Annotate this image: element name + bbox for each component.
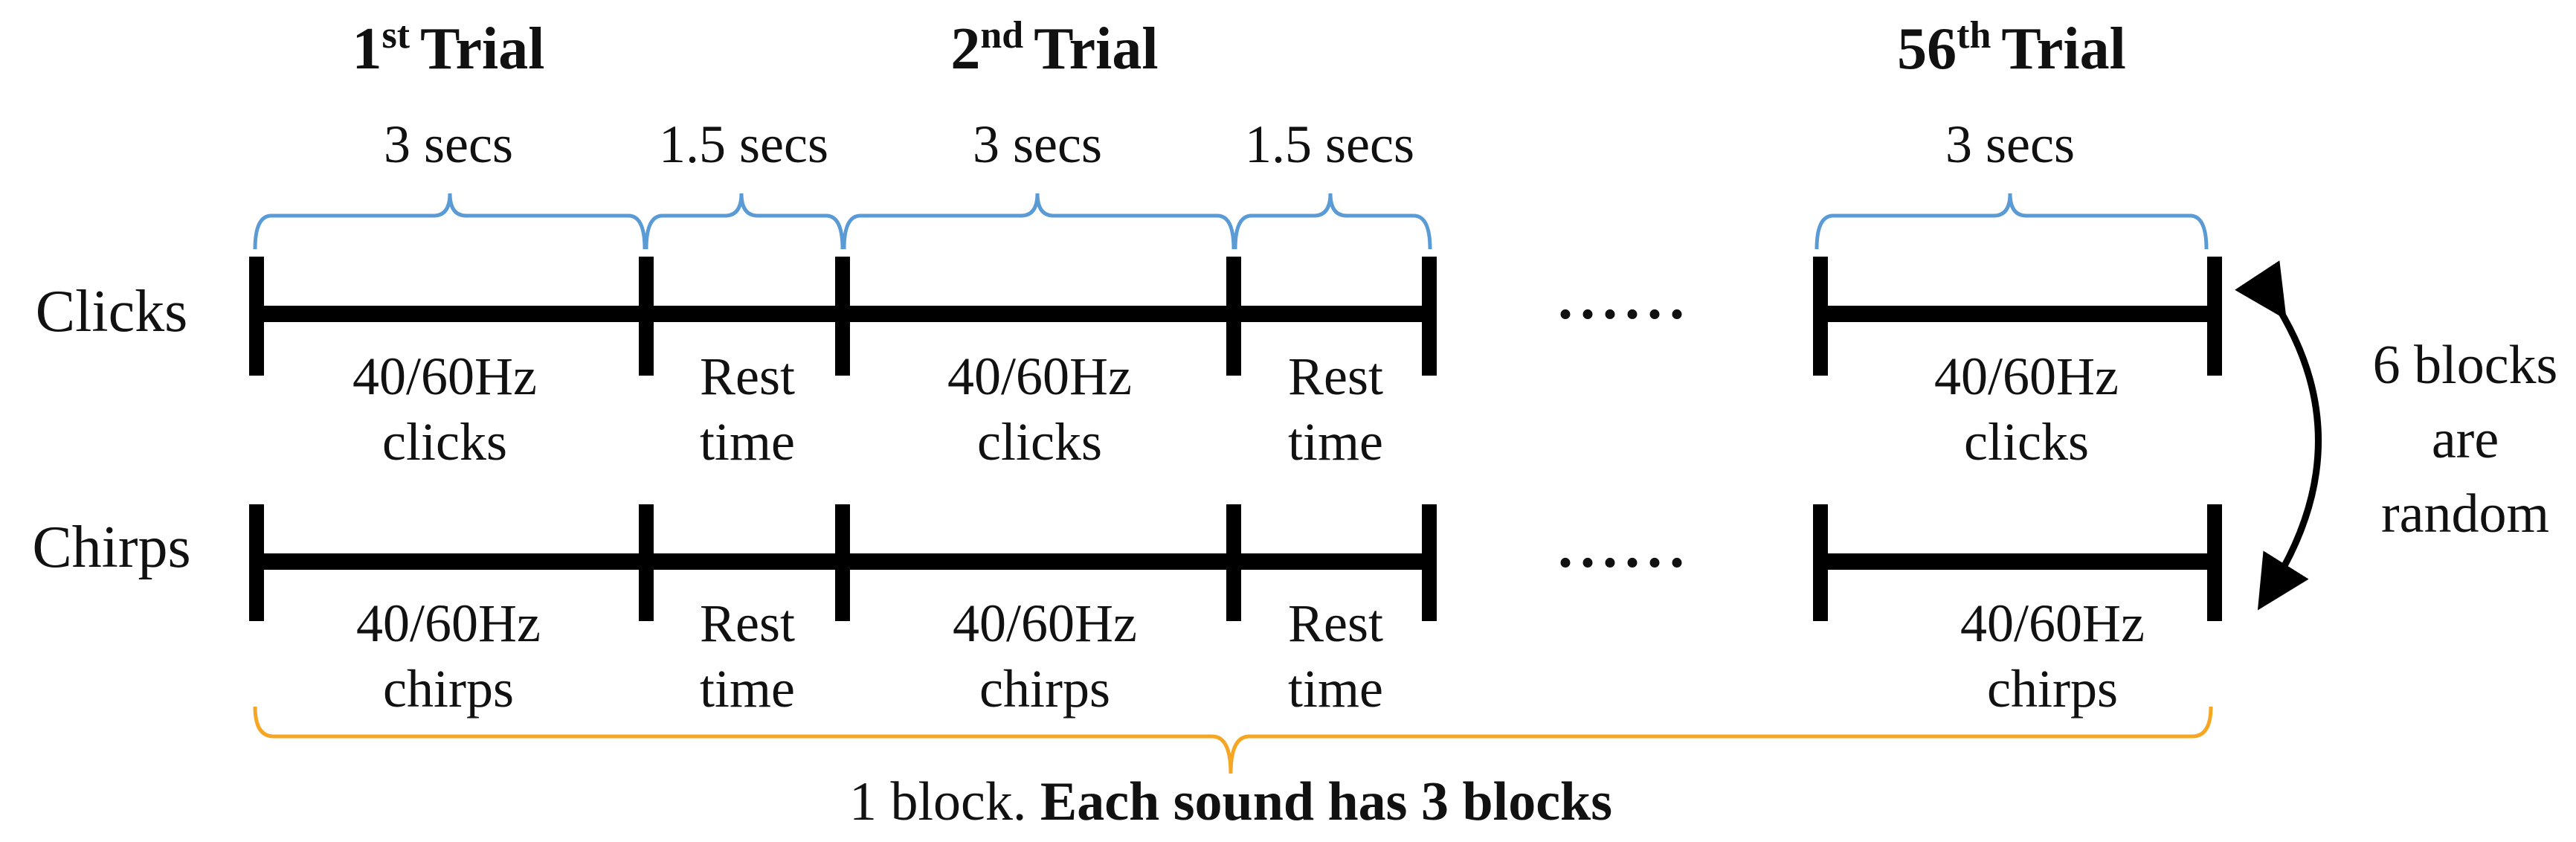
duration-label-stim-1: 3 secs bbox=[384, 115, 513, 174]
chirps-stim-last-line2: chirps bbox=[1987, 659, 2118, 719]
side-note-line3: random bbox=[2381, 483, 2549, 544]
duration-label-rest-1: 1.5 secs bbox=[659, 115, 828, 174]
row-label-chirps: Chirps bbox=[32, 515, 190, 580]
duration-bracket-rest-1 bbox=[644, 193, 845, 250]
chirps-stim-1-line1: 40/60Hz bbox=[356, 594, 541, 653]
clicks-ellipsis: ...... bbox=[1558, 266, 1692, 332]
clicks-stim-last-line1: 40/60Hz bbox=[1934, 347, 2119, 406]
clicks-rest-2-line2: time bbox=[1288, 412, 1383, 472]
clicks-rest-1-line2: time bbox=[700, 412, 795, 472]
clicks-stim-last-line2: clicks bbox=[1964, 412, 2089, 472]
clicks-stim-2-line1: 40/60Hz bbox=[947, 347, 1132, 406]
duration-label-stim-2: 3 secs bbox=[973, 115, 1102, 174]
clicks-stim-1-line2: clicks bbox=[382, 412, 507, 472]
randomization-arrow bbox=[2235, 260, 2322, 611]
chirps-timeline bbox=[249, 504, 2222, 621]
side-note-line1: 6 blocks bbox=[2373, 335, 2558, 396]
chirps-stim-last-line1: 40/60Hz bbox=[1960, 594, 2145, 653]
chirps-stim-1-line2: chirps bbox=[383, 659, 514, 719]
block-caption-plain: 1 block. bbox=[849, 771, 1040, 832]
clicks-stim-2-line2: clicks bbox=[977, 412, 1102, 472]
chirps-stim-2-line2: chirps bbox=[979, 659, 1110, 719]
chirps-stim-2-line1: 40/60Hz bbox=[953, 594, 1137, 653]
duration-bracket-rest-2 bbox=[1233, 193, 1432, 250]
block-caption: 1 block. Each sound has 3 blocks bbox=[849, 771, 1612, 832]
block-caption-bold: Each sound has 3 blocks bbox=[1040, 771, 1612, 832]
clicks-stim-1-line1: 40/60Hz bbox=[352, 347, 537, 406]
duration-label-stim-last: 3 secs bbox=[1945, 115, 2075, 174]
clicks-rest-2-line1: Rest bbox=[1288, 347, 1383, 406]
duration-label-rest-2: 1.5 secs bbox=[1245, 115, 1414, 174]
clicks-timeline bbox=[249, 257, 2222, 376]
duration-bracket-stim-last bbox=[1815, 193, 2209, 250]
row-label-clicks: Clicks bbox=[36, 279, 187, 344]
chirps-ellipsis: ...... bbox=[1558, 515, 1692, 580]
block-bracket bbox=[253, 706, 2213, 774]
clicks-rest-1-line1: Rest bbox=[700, 347, 795, 406]
duration-bracket-stim-2 bbox=[842, 193, 1236, 250]
chirps-rest-1-line1: Rest bbox=[700, 594, 795, 653]
chirps-rest-1-line2: time bbox=[700, 659, 795, 719]
chirps-rest-2-line2: time bbox=[1288, 659, 1383, 719]
chirps-rest-2-line1: Rest bbox=[1288, 594, 1383, 653]
duration-bracket-stim-1 bbox=[253, 193, 647, 250]
side-note-line2: are bbox=[2432, 409, 2499, 470]
